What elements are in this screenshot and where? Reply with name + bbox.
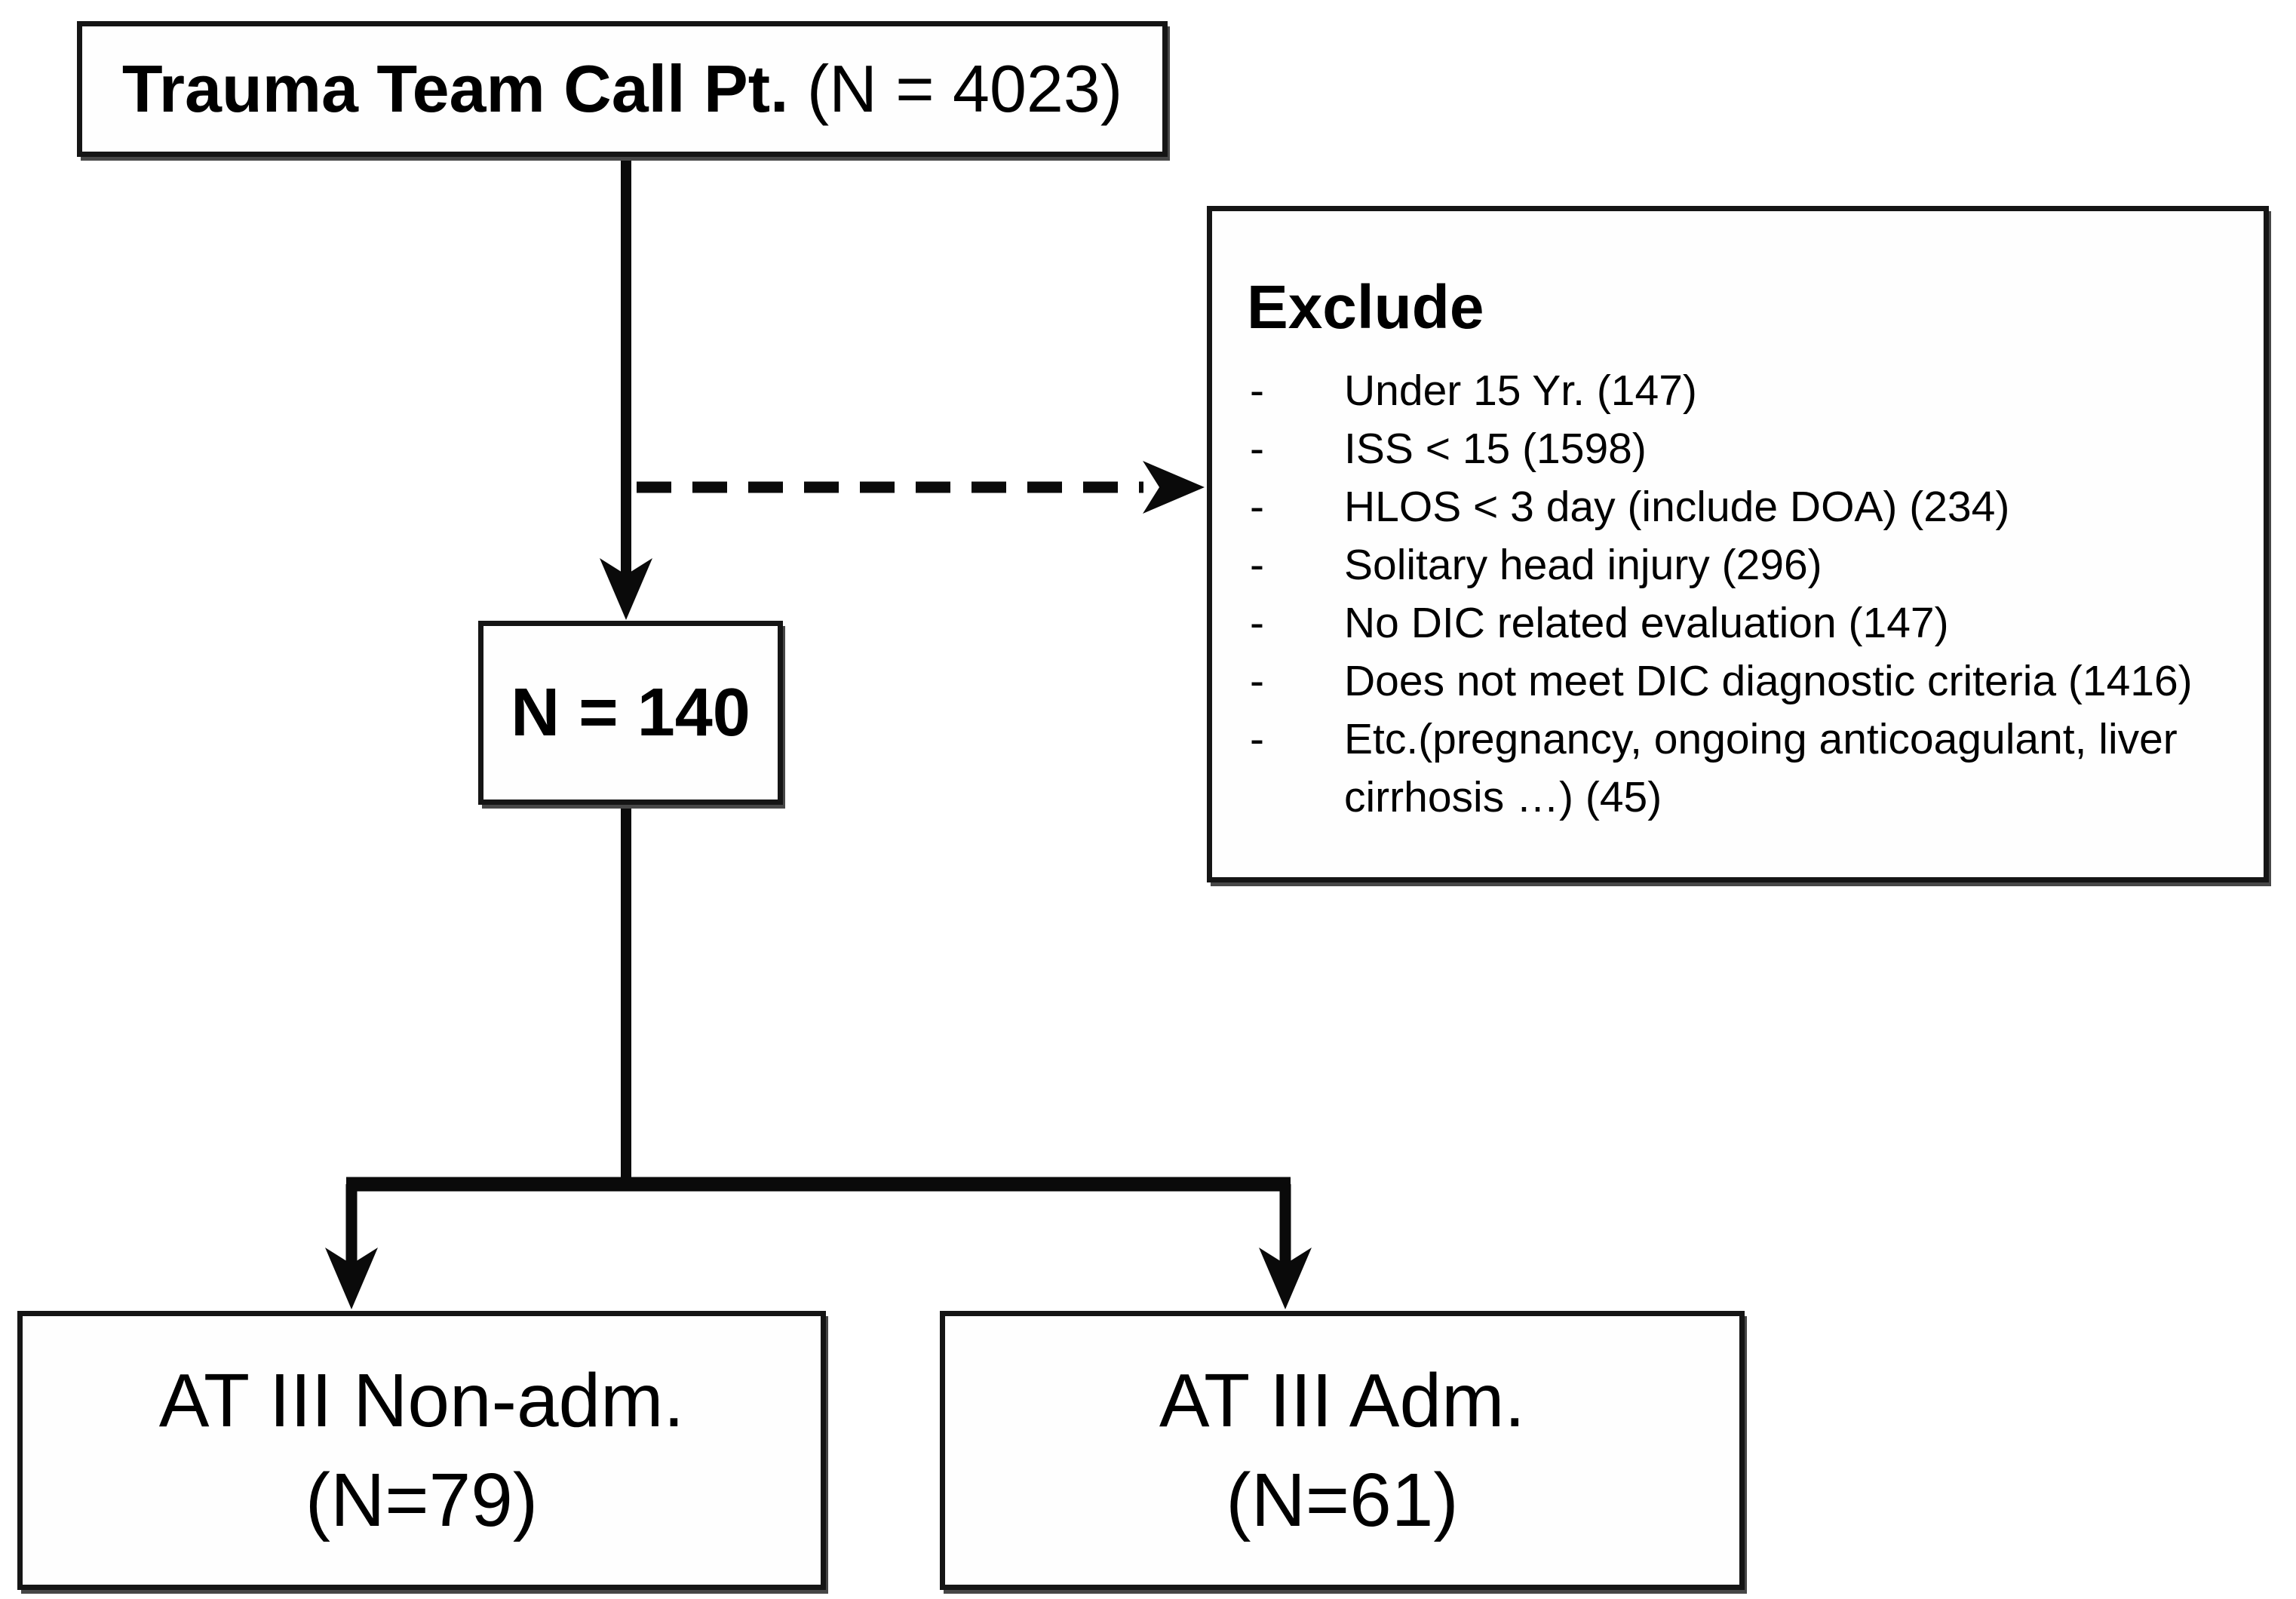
at3-adm-label: AT III Adm. [1159,1358,1526,1443]
at3-adm-box: AT III Adm. (N=61) [940,1311,1745,1590]
bullet-dash: - [1250,483,1264,531]
at3-non-adm-count: (N=79) [305,1458,539,1542]
exclude-item: - Under 15 Yr. (147) [1242,362,2233,420]
bullet-dash: - [1250,715,1264,763]
at3-non-adm-box: AT III Non-adm. (N=79) [17,1311,826,1590]
bullet-dash: - [1250,599,1264,647]
exclude-item-text: Etc.(pregnancy, ongoing anticoagulant, l… [1344,715,2178,821]
at3-non-adm-label: AT III Non-adm. [158,1358,685,1443]
exclude-box: Exclude - Under 15 Yr. (147) - ISS < 15 … [1207,206,2269,882]
exclude-item: - HLOS < 3 day (include DOA) (234) [1242,478,2233,536]
trauma-team-call-label: Trauma Team Call Pt. [121,51,789,126]
exclude-item-text: HLOS < 3 day (include DOA) (234) [1344,483,2010,531]
bullet-dash: - [1250,541,1264,589]
exclude-item-text: Under 15 Yr. (147) [1344,367,1697,415]
exclude-item: - Solitary head injury (296) [1242,536,2233,594]
at3-adm-count: (N=61) [1226,1458,1459,1542]
n-140-label: N = 140 [511,674,750,750]
exclude-item-text: Solitary head injury (296) [1344,541,1822,589]
arrowhead-bottom-right-box [1259,1248,1312,1309]
exclude-item: - Etc.(pregnancy, ongoing anticoagulant,… [1242,710,2233,827]
exclude-item-text: No DIC related evaluation (147) [1344,599,1949,647]
n-140-box: N = 140 [478,621,783,805]
arrowhead-exclude-box [1143,461,1205,514]
exclude-item-text: ISS < 15 (1598) [1344,425,1647,473]
exclude-item: - Does not meet DIC diagnostic criteria … [1242,652,2233,710]
arrowhead-middle-box [600,558,652,620]
exclude-item: - No DIC related evaluation (147) [1242,594,2233,652]
bullet-dash: - [1250,367,1264,415]
arrowhead-bottom-left-box [325,1248,378,1309]
trauma-team-call-box: Trauma Team Call Pt. (N = 4023) [77,21,1168,157]
exclude-item-text: Does not meet DIC diagnostic criteria (1… [1344,657,2193,705]
trauma-team-call-count: (N = 4023) [788,51,1123,126]
exclude-item: - ISS < 15 (1598) [1242,420,2233,478]
bullet-dash: - [1250,425,1264,473]
bullet-dash: - [1250,657,1264,705]
exclude-title: Exclude [1247,273,1484,342]
